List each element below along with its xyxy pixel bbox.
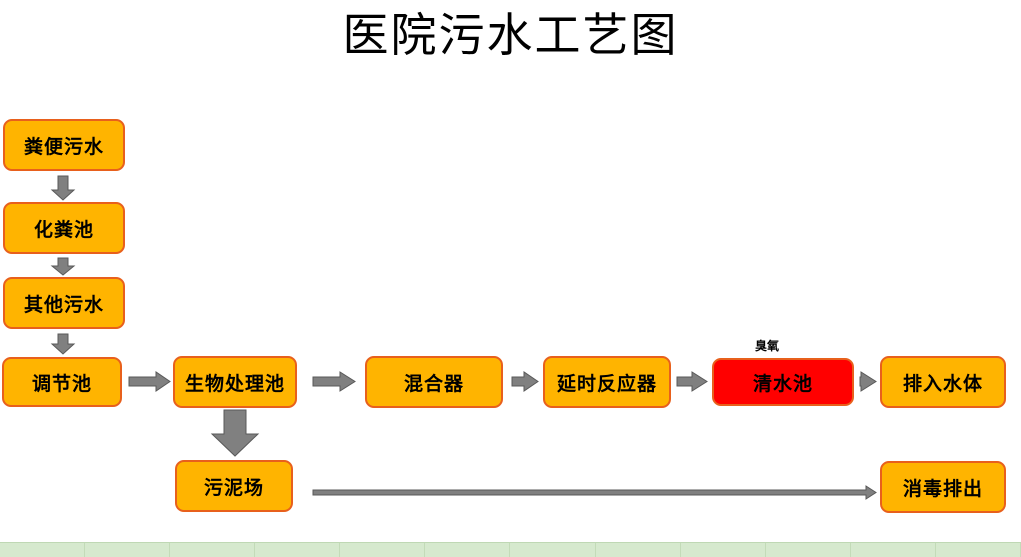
sheet-cell xyxy=(851,543,936,557)
sheet-cell xyxy=(170,543,256,557)
node-regulating-tank[interactable]: 调节池 xyxy=(2,357,122,407)
node-septic-tank[interactable]: 化粪池 xyxy=(3,202,125,254)
arrow-regulating-to-bio xyxy=(128,371,171,392)
spreadsheet-row-strip xyxy=(0,542,1021,557)
arrow-sludge-to-disinfect xyxy=(312,485,877,500)
sheet-cell xyxy=(766,543,851,557)
arrow-other-to-regulating xyxy=(50,333,76,355)
arrow-delay-to-clean xyxy=(676,371,708,392)
sheet-cell xyxy=(681,543,766,557)
sheet-cell xyxy=(596,543,681,557)
sheet-cell xyxy=(255,543,341,557)
sheet-cell xyxy=(0,543,86,557)
arrow-bio-to-mixer xyxy=(312,371,356,392)
node-disinfect-discharge[interactable]: 消毒排出 xyxy=(880,461,1006,513)
node-other-sewage[interactable]: 其他污水 xyxy=(3,277,125,329)
sheet-cell xyxy=(85,543,171,557)
node-mixer[interactable]: 混合器 xyxy=(365,356,503,408)
arrow-septic-to-other xyxy=(50,257,76,276)
sheet-cell xyxy=(936,543,1021,557)
ozone-label: 臭氧 xyxy=(755,339,780,353)
arrow-bio-to-sludge xyxy=(210,409,260,457)
node-fecal-sewage[interactable]: 粪便污水 xyxy=(3,119,125,171)
arrow-clean-to-discharge xyxy=(859,371,877,392)
arrow-mixer-to-delay xyxy=(511,371,539,392)
node-sludge-yard[interactable]: 污泥场 xyxy=(175,460,293,512)
arrow-fecal-to-septic xyxy=(50,175,76,201)
sheet-cell xyxy=(340,543,426,557)
node-clean-water-tank[interactable]: 清水池 xyxy=(712,358,854,406)
sheet-cell xyxy=(510,543,596,557)
node-discharge-water[interactable]: 排入水体 xyxy=(880,356,1006,408)
node-delay-reactor[interactable]: 延时反应器 xyxy=(543,356,671,408)
node-bio-treatment[interactable]: 生物处理池 xyxy=(173,356,297,408)
page-title: 医院污水工艺图 xyxy=(342,8,679,62)
sheet-cell xyxy=(425,543,511,557)
